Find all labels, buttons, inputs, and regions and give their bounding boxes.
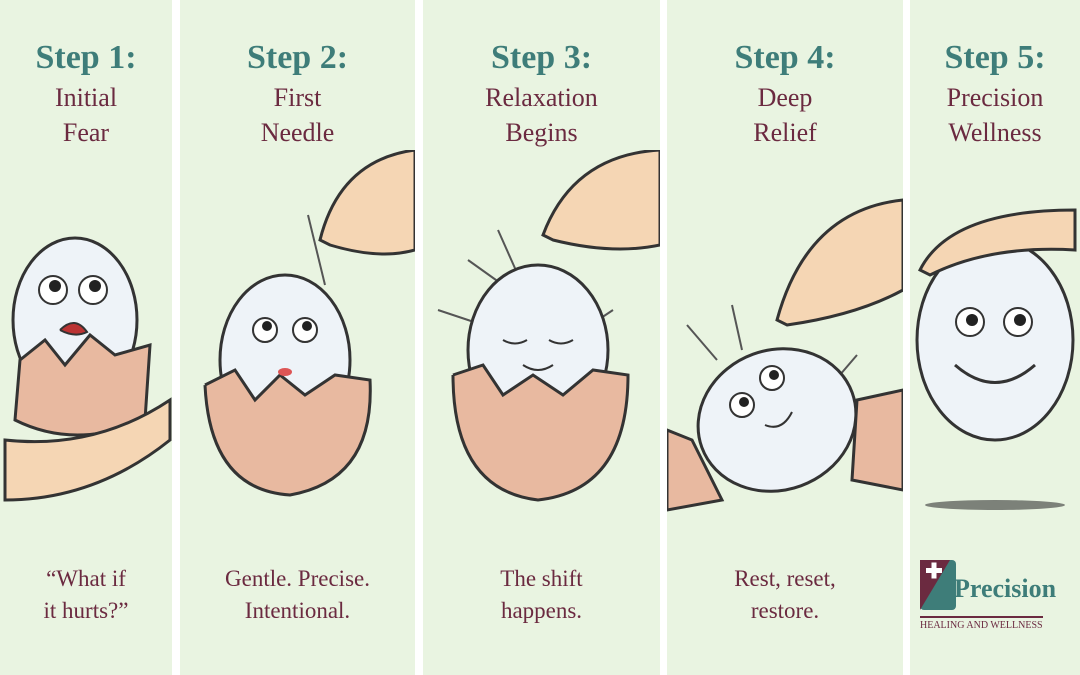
precision-logo: Precision HEALING AND WELLNESS — [920, 560, 1070, 632]
step-heading: Step 5: — [944, 39, 1046, 76]
step-caption: Rest, reset,restore. — [734, 566, 836, 623]
worried-egg-illustration — [203, 150, 415, 497]
happy-egg-illustration — [915, 208, 1077, 510]
step-heading: Step 1: — [35, 39, 137, 76]
step-heading: Step 2: — [246, 39, 349, 76]
step-heading: Step 4: — [734, 39, 836, 76]
scared-egg-illustration — [3, 236, 172, 502]
step-caption: Gentle. Precise.Intentional. — [225, 566, 370, 623]
step-heading: Step 3: — [490, 39, 593, 76]
calm-egg-illustration — [437, 150, 660, 502]
content-egg-illustration — [667, 198, 903, 512]
medical-cross-leaf-icon — [920, 560, 956, 610]
